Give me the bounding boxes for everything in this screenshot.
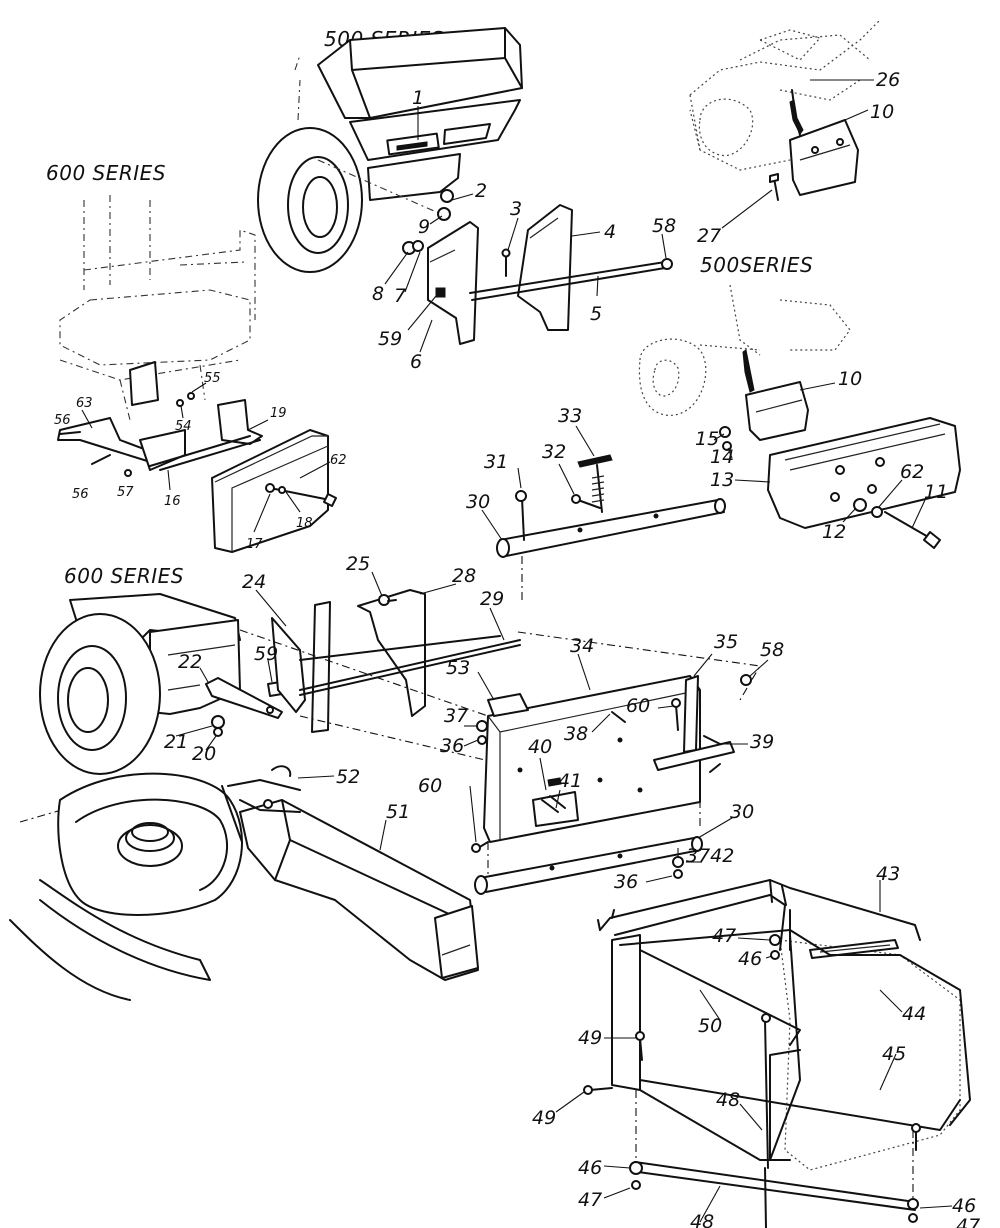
callout-4: 4	[604, 221, 616, 243]
callout-46-lower-right: 46	[952, 1195, 976, 1217]
callout-25: 25	[346, 553, 370, 575]
callout-5: 5	[590, 303, 602, 325]
callout-6: 6	[410, 351, 422, 373]
callout-58-top: 58	[652, 215, 676, 237]
series-label-right-500: 500SERIES	[700, 253, 813, 277]
callout-3742: 3742	[686, 845, 734, 867]
lower-left-mower-and-chute: 52 51	[9, 765, 479, 1001]
callout-55: 55	[204, 371, 221, 386]
callout-47-lower-right: 47	[956, 1215, 980, 1228]
callout-57: 57	[117, 485, 134, 500]
callout-45: 45	[882, 1043, 906, 1065]
callout-60-upper: 60	[626, 695, 650, 717]
callout-11: 11	[924, 481, 948, 503]
callout-10-mid: 10	[838, 368, 862, 390]
middle-600-series-hitch-assembly: 600 SERIES	[39, 553, 784, 853]
callout-53: 53	[446, 657, 470, 679]
callout-26: 26	[876, 69, 900, 91]
callout-52: 52	[336, 766, 360, 788]
callout-49-lower: 49	[532, 1107, 556, 1129]
callout-16: 16	[164, 494, 181, 509]
lower-tube-assembly: 30 3742 36	[474, 801, 754, 895]
callout-27: 27	[697, 225, 721, 247]
callout-32: 32	[542, 441, 566, 463]
callout-47-top: 47	[712, 925, 736, 947]
callout-63: 63	[76, 396, 93, 411]
callout-48-upper: 48	[716, 1089, 740, 1111]
callout-1: 1	[412, 87, 424, 109]
callout-8: 8	[372, 283, 384, 305]
callout-3: 3	[510, 198, 522, 220]
callout-50: 50	[698, 1015, 722, 1037]
callout-15: 15	[695, 428, 719, 450]
callout-58-mid: 58	[760, 639, 784, 661]
callout-34: 34	[570, 635, 594, 657]
callout-36-mid: 36	[440, 735, 464, 757]
series-label-left-600: 600 SERIES	[46, 161, 166, 185]
callout-54: 54	[175, 419, 192, 434]
callout-59-top: 59	[378, 328, 402, 350]
callout-29: 29	[480, 588, 504, 610]
callout-47-lower-left: 47	[578, 1189, 602, 1211]
callout-33: 33	[558, 405, 582, 427]
callout-17: 17	[246, 537, 263, 552]
callout-51: 51	[386, 801, 410, 823]
callout-39: 39	[750, 731, 774, 753]
callout-41: 41	[558, 770, 582, 792]
callout-40: 40	[528, 736, 552, 758]
top-right-500-series-assembly: 26 10 27	[689, 19, 900, 247]
callout-9: 9	[418, 216, 430, 238]
callout-56-lower: 56	[72, 487, 89, 502]
series-label-mid-600: 600 SERIES	[64, 564, 184, 588]
callout-22: 22	[178, 651, 202, 673]
callout-56-upper: 56	[54, 413, 71, 428]
callout-60-lower: 60	[418, 775, 442, 797]
callout-38: 38	[564, 723, 588, 745]
callout-44: 44	[902, 1003, 926, 1025]
callout-28: 28	[452, 565, 476, 587]
callout-36-bottom: 36	[614, 871, 638, 893]
callout-49-upper: 49	[578, 1027, 602, 1049]
callout-62-left: 62	[330, 453, 347, 468]
callout-59-mid: 59	[254, 643, 278, 665]
left-600-series-weight-assembly: 600 SERIES 55 54 56 63 19 62 56 5	[46, 161, 347, 553]
callout-37-mid: 37	[444, 705, 468, 727]
callout-20: 20	[192, 743, 216, 765]
center-tube-and-handle: 31 32 33 30	[466, 405, 726, 600]
callout-2: 2	[475, 180, 487, 202]
callout-12: 12	[822, 521, 846, 543]
callout-21: 21	[164, 731, 188, 753]
callout-43: 43	[876, 863, 900, 885]
callout-19: 19	[270, 406, 287, 421]
right-500-series-weight-assembly: 500SERIES 10 15 14 13 62 12 11	[638, 253, 961, 549]
callout-46-lower-left: 46	[578, 1157, 602, 1179]
callout-31: 31	[484, 451, 508, 473]
callout-30-bottom: 30	[730, 801, 754, 823]
callout-18: 18	[296, 516, 313, 531]
callout-48-lower: 48	[690, 1211, 714, 1228]
callout-13: 13	[710, 469, 734, 491]
callout-35: 35	[714, 631, 738, 653]
callout-30-top: 30	[466, 491, 490, 513]
callout-62-right: 62	[900, 461, 924, 483]
lower-right-bag-frame-assembly: 43 47 46 44 50 49 45 49 48 46 47 48 46 4…	[532, 863, 980, 1228]
callout-10-top: 10	[870, 101, 894, 123]
top-500-series-assembly: 500 SERIES	[257, 27, 676, 373]
callout-14: 14	[710, 446, 734, 468]
callout-24: 24	[242, 571, 266, 593]
callout-7: 7	[394, 285, 406, 307]
callout-46-top: 46	[738, 948, 762, 970]
